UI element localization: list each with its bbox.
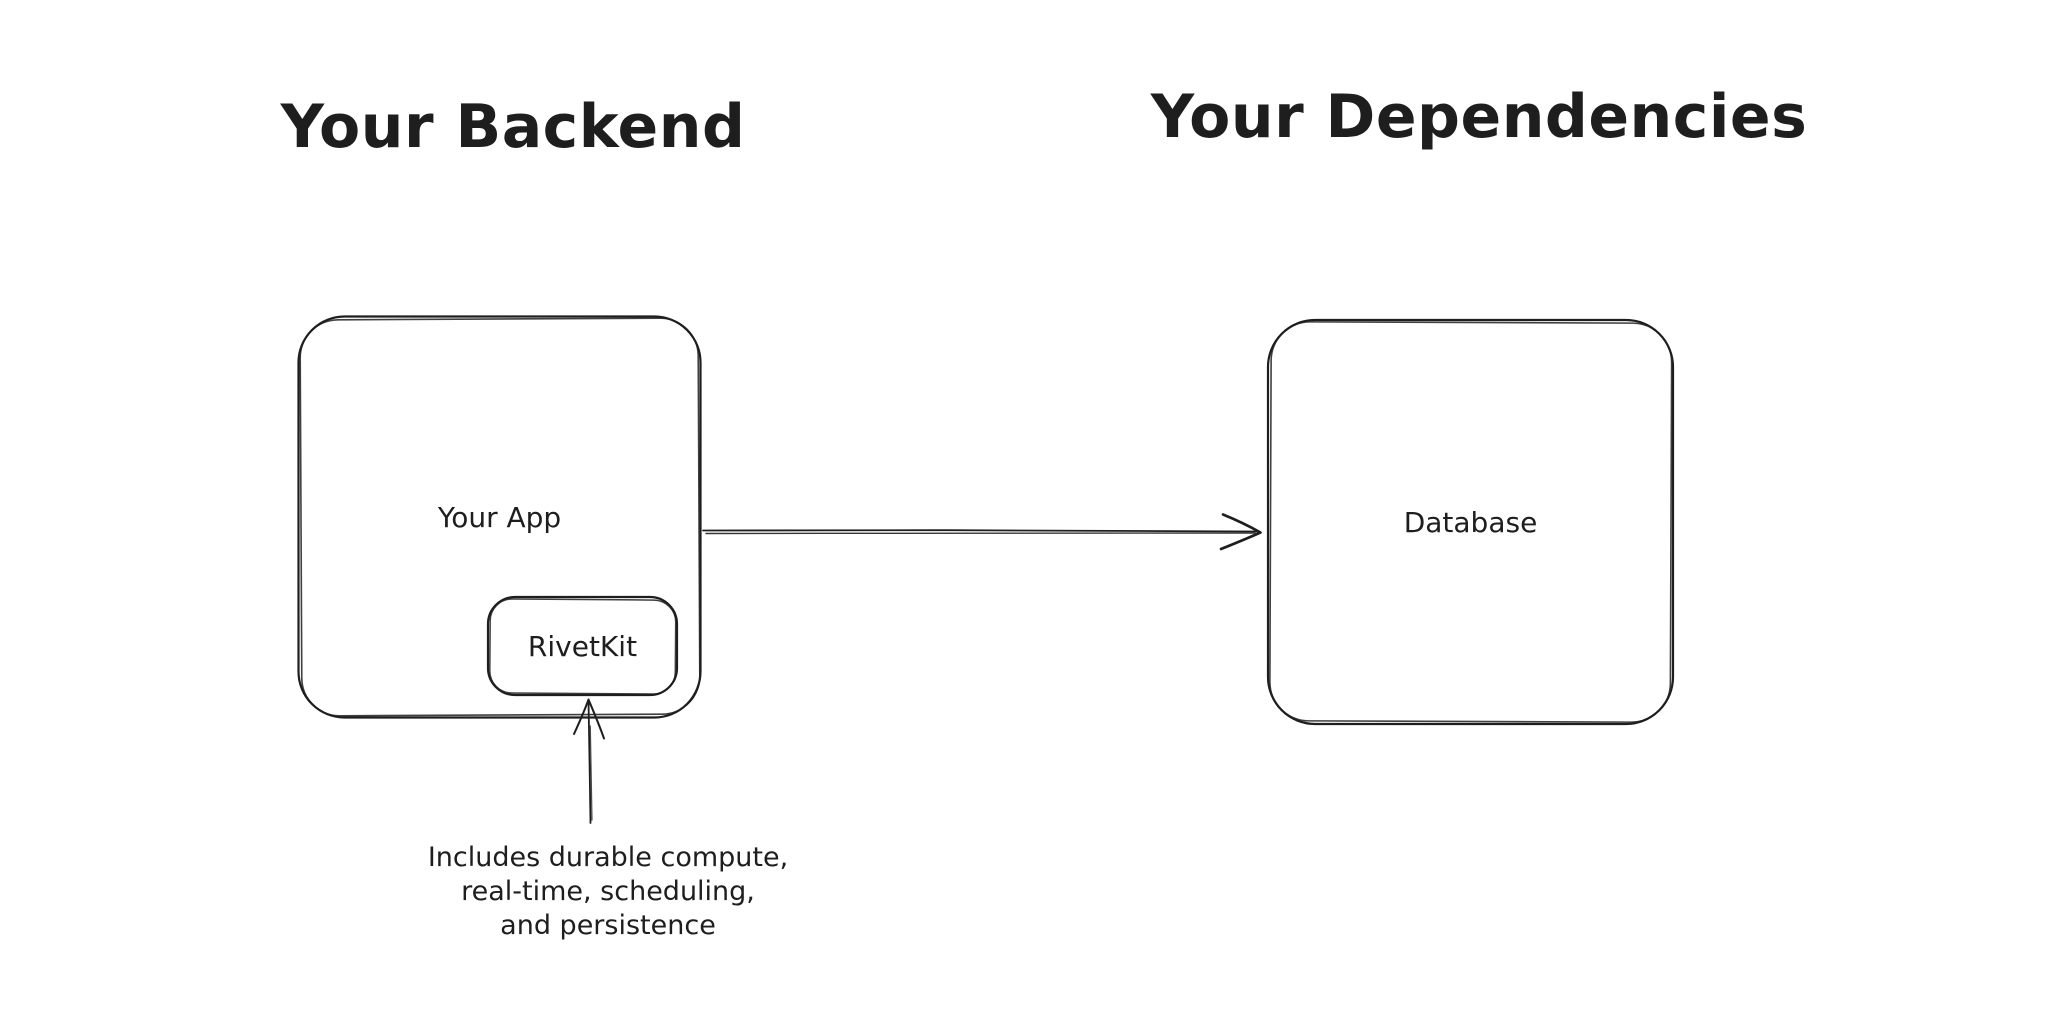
annotation-line-1: Includes durable compute, bbox=[427, 842, 789, 873]
annotation-line-2: real-time, scheduling, bbox=[461, 876, 755, 907]
rivetkit-box bbox=[486, 595, 679, 697]
rivetkit-annotation: Includes durable compute, real-time, sch… bbox=[428, 841, 788, 943]
arrow-app-to-database-icon bbox=[702, 513, 1262, 551]
database-label: Database bbox=[1403, 505, 1538, 539]
your-app-label: Your App bbox=[437, 500, 562, 534]
your-app-box bbox=[297, 315, 702, 719]
section-title-your-dependencies: Your Dependencies bbox=[1150, 82, 1808, 152]
database-box bbox=[1266, 318, 1675, 726]
annotation-line-3: and persistence bbox=[500, 910, 716, 941]
rivetkit-label: RivetKit bbox=[527, 629, 638, 663]
section-title-your-backend: Your Backend bbox=[280, 92, 746, 162]
arrow-annotation-to-rivetkit-icon bbox=[573, 698, 605, 824]
